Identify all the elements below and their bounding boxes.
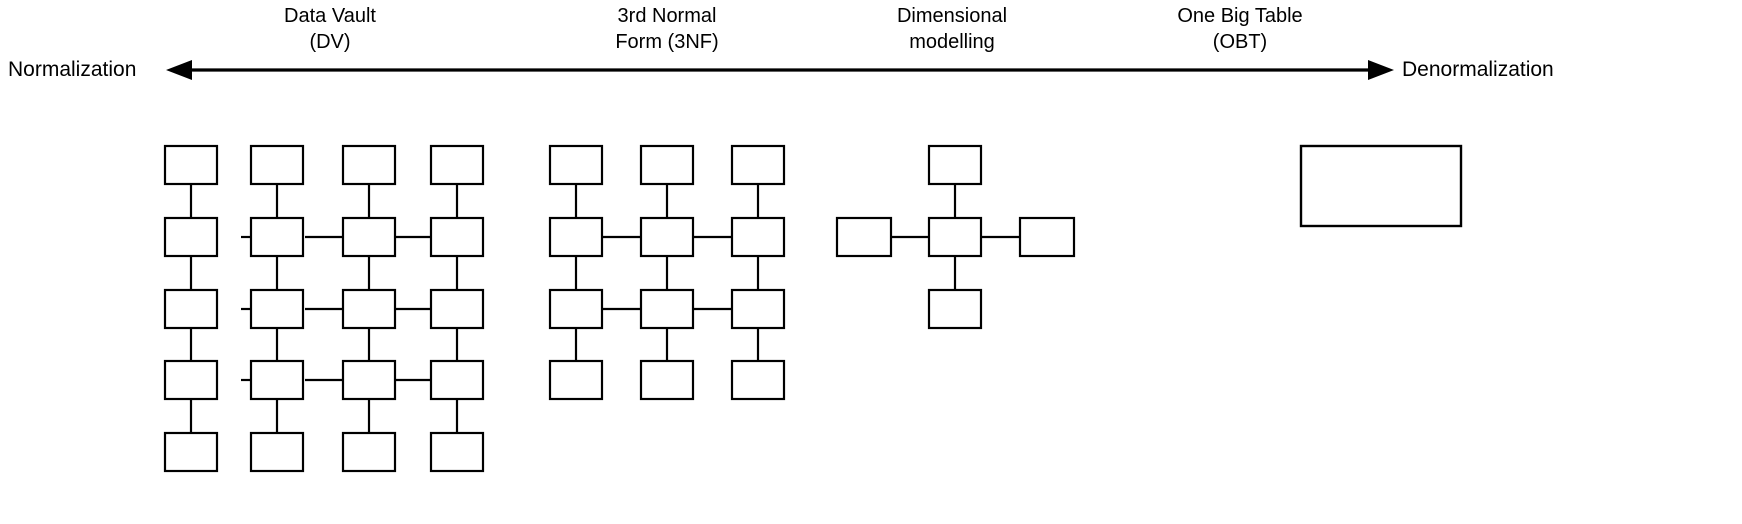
entity-box bbox=[639, 359, 695, 401]
column-label-one-big-table-line2: (OBT) bbox=[1212, 31, 1268, 53]
entity-box bbox=[341, 288, 397, 330]
entity-box bbox=[163, 216, 219, 258]
entity-box bbox=[163, 359, 219, 401]
arrow-head-left-icon bbox=[166, 60, 192, 80]
entity-box bbox=[548, 288, 604, 330]
entity-box bbox=[429, 288, 485, 330]
column-label-data-vault-line2: (DV) bbox=[309, 31, 351, 53]
arrow-head-right-icon bbox=[1368, 60, 1394, 80]
entity-box bbox=[429, 431, 485, 473]
entity-box bbox=[730, 359, 786, 401]
entity-box-dimension-bottom bbox=[927, 288, 983, 330]
axis-label-denormalization: Denormalization bbox=[1402, 58, 1554, 81]
entity-box bbox=[429, 144, 485, 186]
entity-box bbox=[341, 431, 397, 473]
entity-box-one-big-table bbox=[1299, 144, 1463, 228]
entity-box bbox=[429, 359, 485, 401]
entity-box bbox=[548, 144, 604, 186]
entity-box bbox=[341, 144, 397, 186]
entity-box bbox=[249, 144, 305, 186]
column-label-third-normal-form: 3rd Normal Form (3NF) bbox=[567, 3, 767, 55]
column-label-data-vault: Data Vault (DV) bbox=[230, 3, 430, 55]
entity-box bbox=[730, 144, 786, 186]
column-label-data-vault-line1: Data Vault bbox=[284, 5, 376, 27]
entity-box bbox=[548, 216, 604, 258]
diagram-one-big-table bbox=[1299, 144, 1463, 228]
entity-box bbox=[730, 288, 786, 330]
entity-box bbox=[163, 288, 219, 330]
diagram-data-vault bbox=[163, 144, 485, 473]
entity-box bbox=[429, 216, 485, 258]
entity-box bbox=[249, 288, 305, 330]
column-label-third-normal-form-line2: Form (3NF) bbox=[615, 31, 719, 53]
entity-box-dimension-left bbox=[835, 216, 893, 258]
diagram-third-normal-form bbox=[548, 144, 786, 401]
entity-box bbox=[341, 359, 397, 401]
entity-box bbox=[639, 216, 695, 258]
column-label-one-big-table-line1: One Big Table bbox=[1177, 5, 1303, 27]
column-label-dimensional-modelling-line2: modelling bbox=[909, 31, 995, 53]
entity-box bbox=[639, 288, 695, 330]
column-label-one-big-table: One Big Table (OBT) bbox=[1140, 3, 1340, 55]
entity-box bbox=[548, 359, 604, 401]
entity-box bbox=[249, 359, 305, 401]
column-label-dimensional-modelling: Dimensional modelling bbox=[852, 3, 1052, 55]
entity-box-dimension-top bbox=[927, 144, 983, 186]
entity-box bbox=[249, 431, 305, 473]
entity-box bbox=[730, 216, 786, 258]
column-label-dimensional-modelling-line1: Dimensional bbox=[896, 5, 1008, 27]
column-label-third-normal-form-line1: 3rd Normal bbox=[617, 5, 717, 27]
entity-box bbox=[341, 216, 397, 258]
entity-box-dimension-right bbox=[1018, 216, 1076, 258]
entity-box bbox=[639, 144, 695, 186]
diagram-dimensional-modelling bbox=[835, 144, 1076, 330]
entity-box bbox=[163, 431, 219, 473]
entity-box bbox=[249, 216, 305, 258]
entity-box-fact-center bbox=[927, 216, 983, 258]
axis-label-normalization: Normalization bbox=[8, 58, 137, 81]
entity-box bbox=[163, 144, 219, 186]
